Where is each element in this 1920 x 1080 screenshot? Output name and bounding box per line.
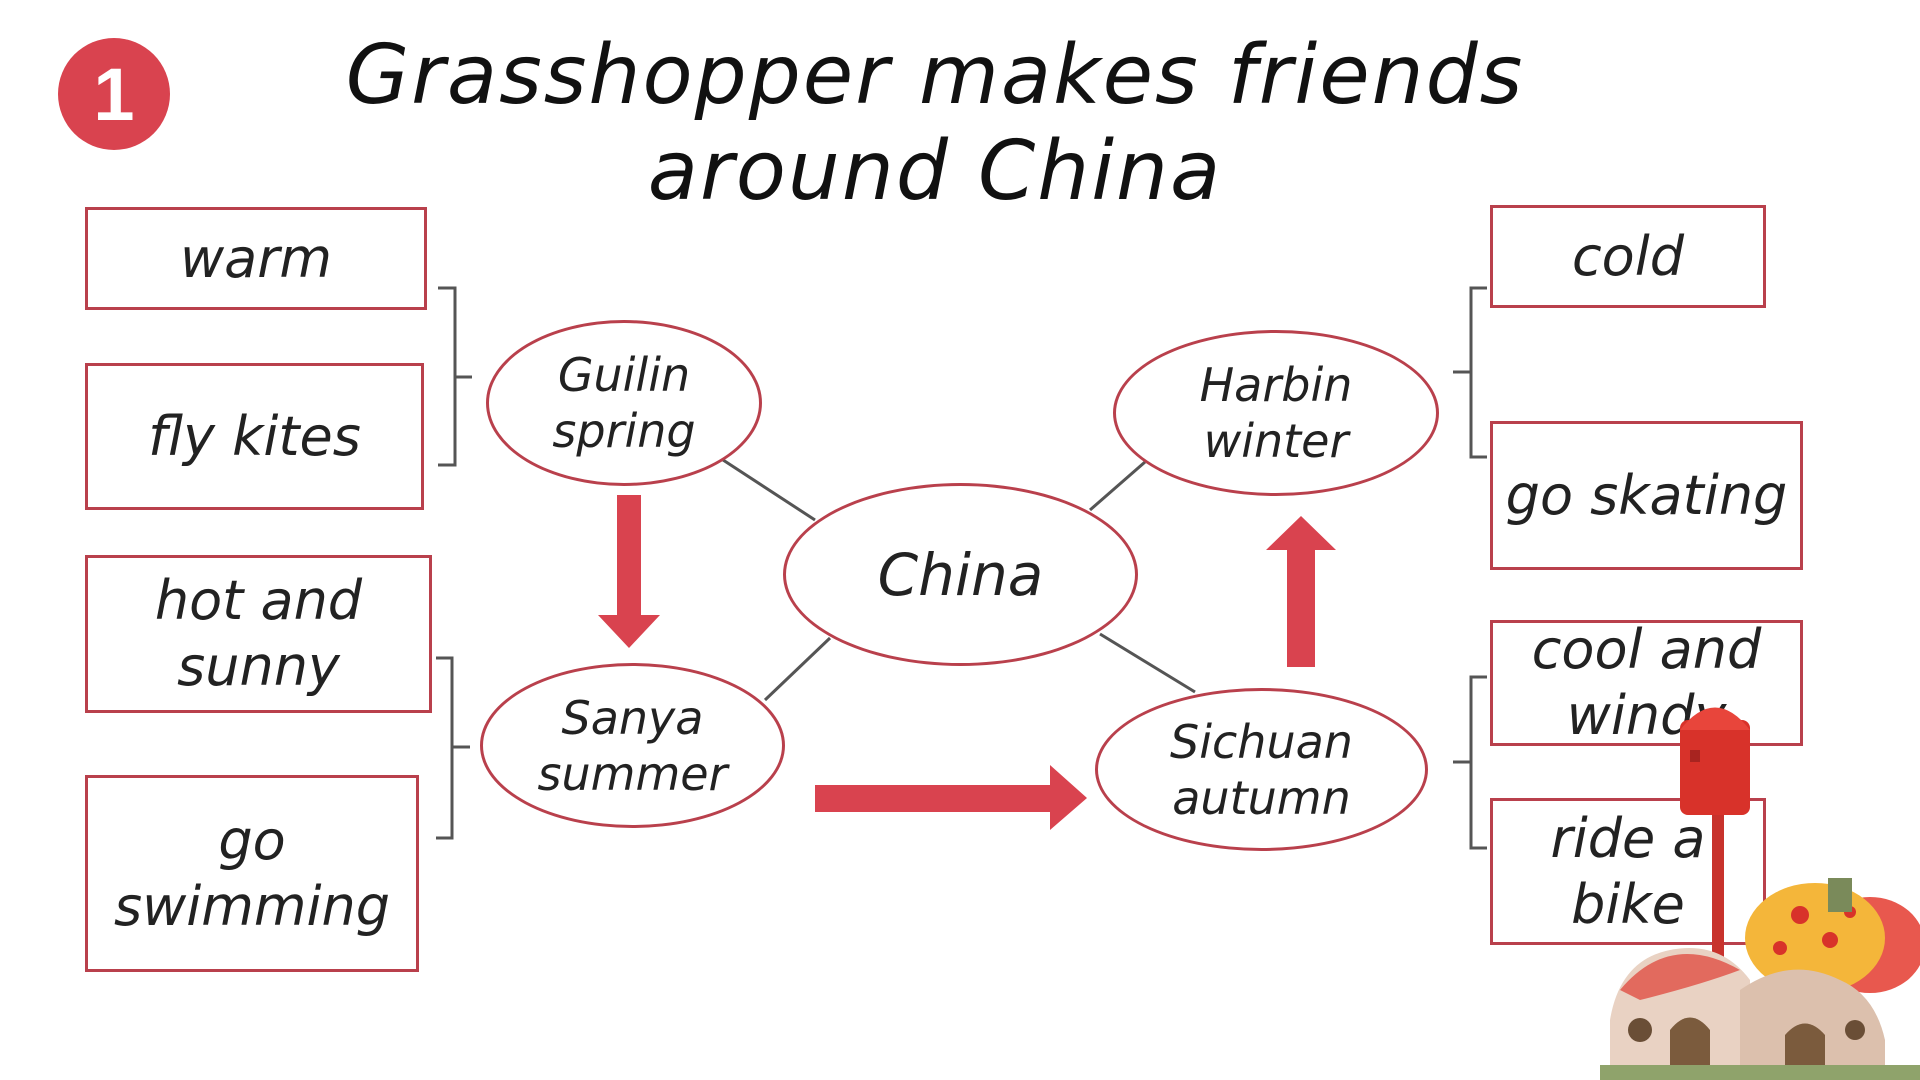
- node-harbin: Harbin winter: [1113, 330, 1439, 496]
- node-sanya: Sanya summer: [480, 663, 785, 828]
- spoke-guilin: [719, 456, 816, 522]
- box-go-swimming: go swimming: [85, 775, 419, 972]
- box-go-skating: go skating: [1490, 421, 1803, 570]
- bracket-guilin: [438, 286, 472, 467]
- spoke-harbin: [1089, 460, 1146, 512]
- node-china: China: [783, 483, 1138, 666]
- bracket-sanya: [436, 656, 470, 840]
- bracket-sichuan: [1453, 675, 1487, 850]
- box-warm: warm: [85, 207, 427, 310]
- node-guilin: Guilin spring: [486, 320, 762, 486]
- badge-number: 1: [93, 52, 135, 136]
- box-hot-and-sunny: hot and sunny: [85, 555, 432, 713]
- box-cold: cold: [1490, 205, 1766, 308]
- arrow-right: [815, 765, 1087, 830]
- spoke-sanya: [763, 636, 832, 702]
- title-line-1: Grasshopper makes friends: [345, 28, 1525, 123]
- node-sichuan: Sichuan autumn: [1095, 688, 1428, 851]
- arrow-down: [598, 495, 660, 648]
- arrow-up: [1266, 516, 1336, 667]
- bracket-harbin: [1453, 286, 1487, 459]
- title-line-2: around China: [647, 124, 1223, 219]
- mushroom-house-illustration: [1600, 707, 1920, 1080]
- page-title: Grasshopper makes friends around China: [320, 28, 1550, 220]
- step-number-badge: 1: [58, 38, 170, 150]
- box-fly-kites: fly kites: [85, 363, 424, 510]
- spoke-sichuan: [1099, 632, 1196, 694]
